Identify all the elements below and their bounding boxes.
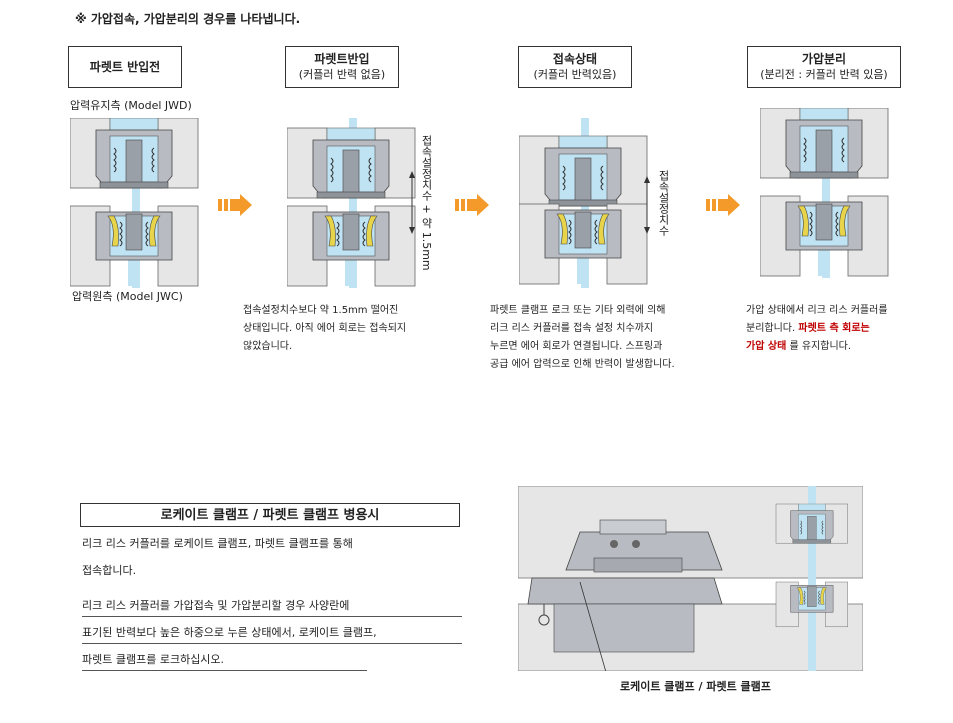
desc-line: 접속설정치수보다 약 1.5mm 떨어진 bbox=[243, 305, 399, 316]
desc-text: 분리합니다. bbox=[746, 323, 796, 334]
desc-highlight: 가압 상태 bbox=[746, 341, 787, 352]
coupler-diagram-separated bbox=[760, 108, 889, 278]
step-subtitle: (커플러 반력있음) bbox=[533, 68, 617, 81]
step-box-connected: 접속상태 (커플러 반력있음) bbox=[518, 46, 632, 88]
desc-line: 누르면 에어 회로가 연결됩니다. 스프링과 bbox=[490, 341, 663, 352]
step2-description: 접속설정치수보다 약 1.5mm 떨어진 상태입니다. 아직 에어 회로는 접속… bbox=[243, 302, 406, 356]
combined-use-p2-line3: 파렛트 클램프를 로크하십시오. bbox=[82, 651, 367, 671]
flow-arrow-icon bbox=[455, 194, 489, 216]
dimension-gap-label: 접속설정치수 + 약 1.5mm bbox=[420, 135, 433, 271]
dimension-arrow-icon bbox=[644, 176, 650, 234]
step-subtitle: (분리전 : 커플러 반력 있음) bbox=[760, 68, 888, 81]
desc-line: 상태입니다. 아직 에어 회로는 접속되지 bbox=[243, 323, 407, 334]
clamp-assembly-diagram bbox=[518, 486, 863, 671]
step-title: 파렛트 반입전 bbox=[89, 60, 161, 74]
dimension-arrow-icon bbox=[409, 171, 415, 234]
desc-highlight: 파렛트 측 회로는 bbox=[798, 323, 870, 334]
combined-use-p2-line2: 표기된 반력보다 높은 하중으로 누른 상태에서, 로케이트 클램프, bbox=[82, 624, 462, 644]
step3-description: 파렛트 클램프 로크 또는 기타 외력에 의해 리크 리스 커플러를 접속 설정… bbox=[490, 302, 675, 374]
step4-description: 가압 상태에서 리크 리스 커플러를 분리합니다. 파렛트 측 회로는 가압 상… bbox=[746, 302, 888, 356]
clamp-callout-label: 로케이트 클램프 / 파렛트 클램프 bbox=[620, 680, 771, 693]
page-note: ※ 가압접속, 가압분리의 경우를 나타냅니다. bbox=[75, 12, 301, 26]
combined-use-title: 로케이트 클램프 / 파렛트 클램프 병용시 bbox=[80, 503, 460, 527]
coupler-diagram-before bbox=[70, 118, 199, 288]
desc-line: 가압 상태 를 유지합니다. bbox=[746, 338, 888, 356]
flow-arrow-icon bbox=[218, 194, 252, 216]
desc-line: 리크 리스 커플러를 접속 설정 치수까지 bbox=[490, 323, 654, 334]
desc-line: 분리합니다. 파렛트 측 회로는 bbox=[746, 320, 888, 338]
step-box-pallet-in: 파렛트반입 (커플러 반력 없음) bbox=[285, 46, 399, 88]
desc-line: 파렛트 클램프 로크 또는 기타 외력에 의해 bbox=[490, 305, 666, 316]
dimension-set-label: 접속설정치수 bbox=[657, 170, 670, 236]
combined-use-p1-line1: 리크 리스 커플러를 로케이트 클램프, 파렛트 클램프를 통해 bbox=[82, 537, 353, 550]
top-side-label: 압력유지측 (Model JWD) bbox=[70, 99, 192, 112]
flow-arrow-icon bbox=[706, 194, 740, 216]
desc-line: 공급 에어 압력으로 인해 반력이 발생합니다. bbox=[490, 359, 675, 370]
desc-line: 않았습니다. bbox=[243, 341, 293, 352]
step-title: 파렛트반입 bbox=[314, 52, 370, 66]
desc-line: 가압 상태에서 리크 리스 커플러를 bbox=[746, 305, 888, 316]
coupler-diagram-connected bbox=[519, 118, 648, 288]
step-subtitle: (커플러 반력 없음) bbox=[298, 68, 386, 81]
step-box-pressurized-separation: 가압분리 (분리전 : 커플러 반력 있음) bbox=[747, 46, 901, 88]
combined-use-p1-line2: 접속합니다. bbox=[82, 564, 137, 577]
desc-text: 를 유지합니다. bbox=[789, 341, 852, 352]
combined-use-p2-line1: 리크 리스 커플러를 가압접속 및 가압분리할 경우 사양란에 bbox=[82, 597, 462, 617]
step-title: 가압분리 bbox=[801, 52, 847, 66]
bottom-side-label: 압력원측 (Model JWC) bbox=[72, 290, 183, 303]
coupler-diagram-pallet-in bbox=[287, 118, 416, 288]
step-box-before-pallet: 파렛트 반입전 bbox=[68, 46, 182, 88]
step-title: 접속상태 bbox=[552, 52, 598, 66]
